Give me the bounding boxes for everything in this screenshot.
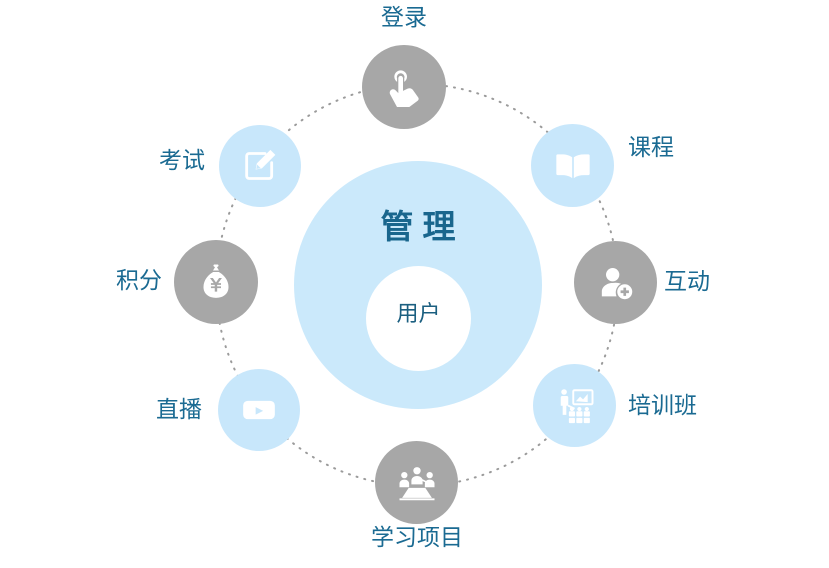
node-live[interactable] <box>218 369 300 451</box>
money-bag-yen-icon <box>196 262 236 302</box>
node-label-training: 培训班 <box>628 392 697 418</box>
center-subtitle: 用户 <box>396 301 441 326</box>
node-label-live: 直播 <box>156 396 202 422</box>
node-label-login: 登录 <box>381 4 427 30</box>
center-circle-inner <box>366 266 471 371</box>
node-training[interactable] <box>533 364 616 447</box>
touch-tap-icon <box>384 67 424 107</box>
node-label-project: 学习项目 <box>371 524 463 550</box>
classroom-icon <box>554 385 596 427</box>
node-label-course: 课程 <box>628 134 674 160</box>
node-project[interactable] <box>375 441 458 524</box>
open-book-icon <box>553 146 593 186</box>
group-meeting-icon <box>396 462 438 504</box>
video-play-icon <box>239 390 279 430</box>
node-label-points: 积分 <box>116 267 162 293</box>
person-add-icon <box>596 263 636 303</box>
center-title: 管理 <box>380 208 465 245</box>
node-login[interactable] <box>362 45 446 129</box>
node-label-exam: 考试 <box>159 147 205 173</box>
node-interact[interactable] <box>574 241 657 324</box>
node-label-interact: 互动 <box>664 268 710 294</box>
node-course[interactable] <box>531 124 614 207</box>
node-exam[interactable] <box>219 125 301 207</box>
edit-square-icon <box>240 146 280 186</box>
node-points[interactable] <box>174 240 258 324</box>
